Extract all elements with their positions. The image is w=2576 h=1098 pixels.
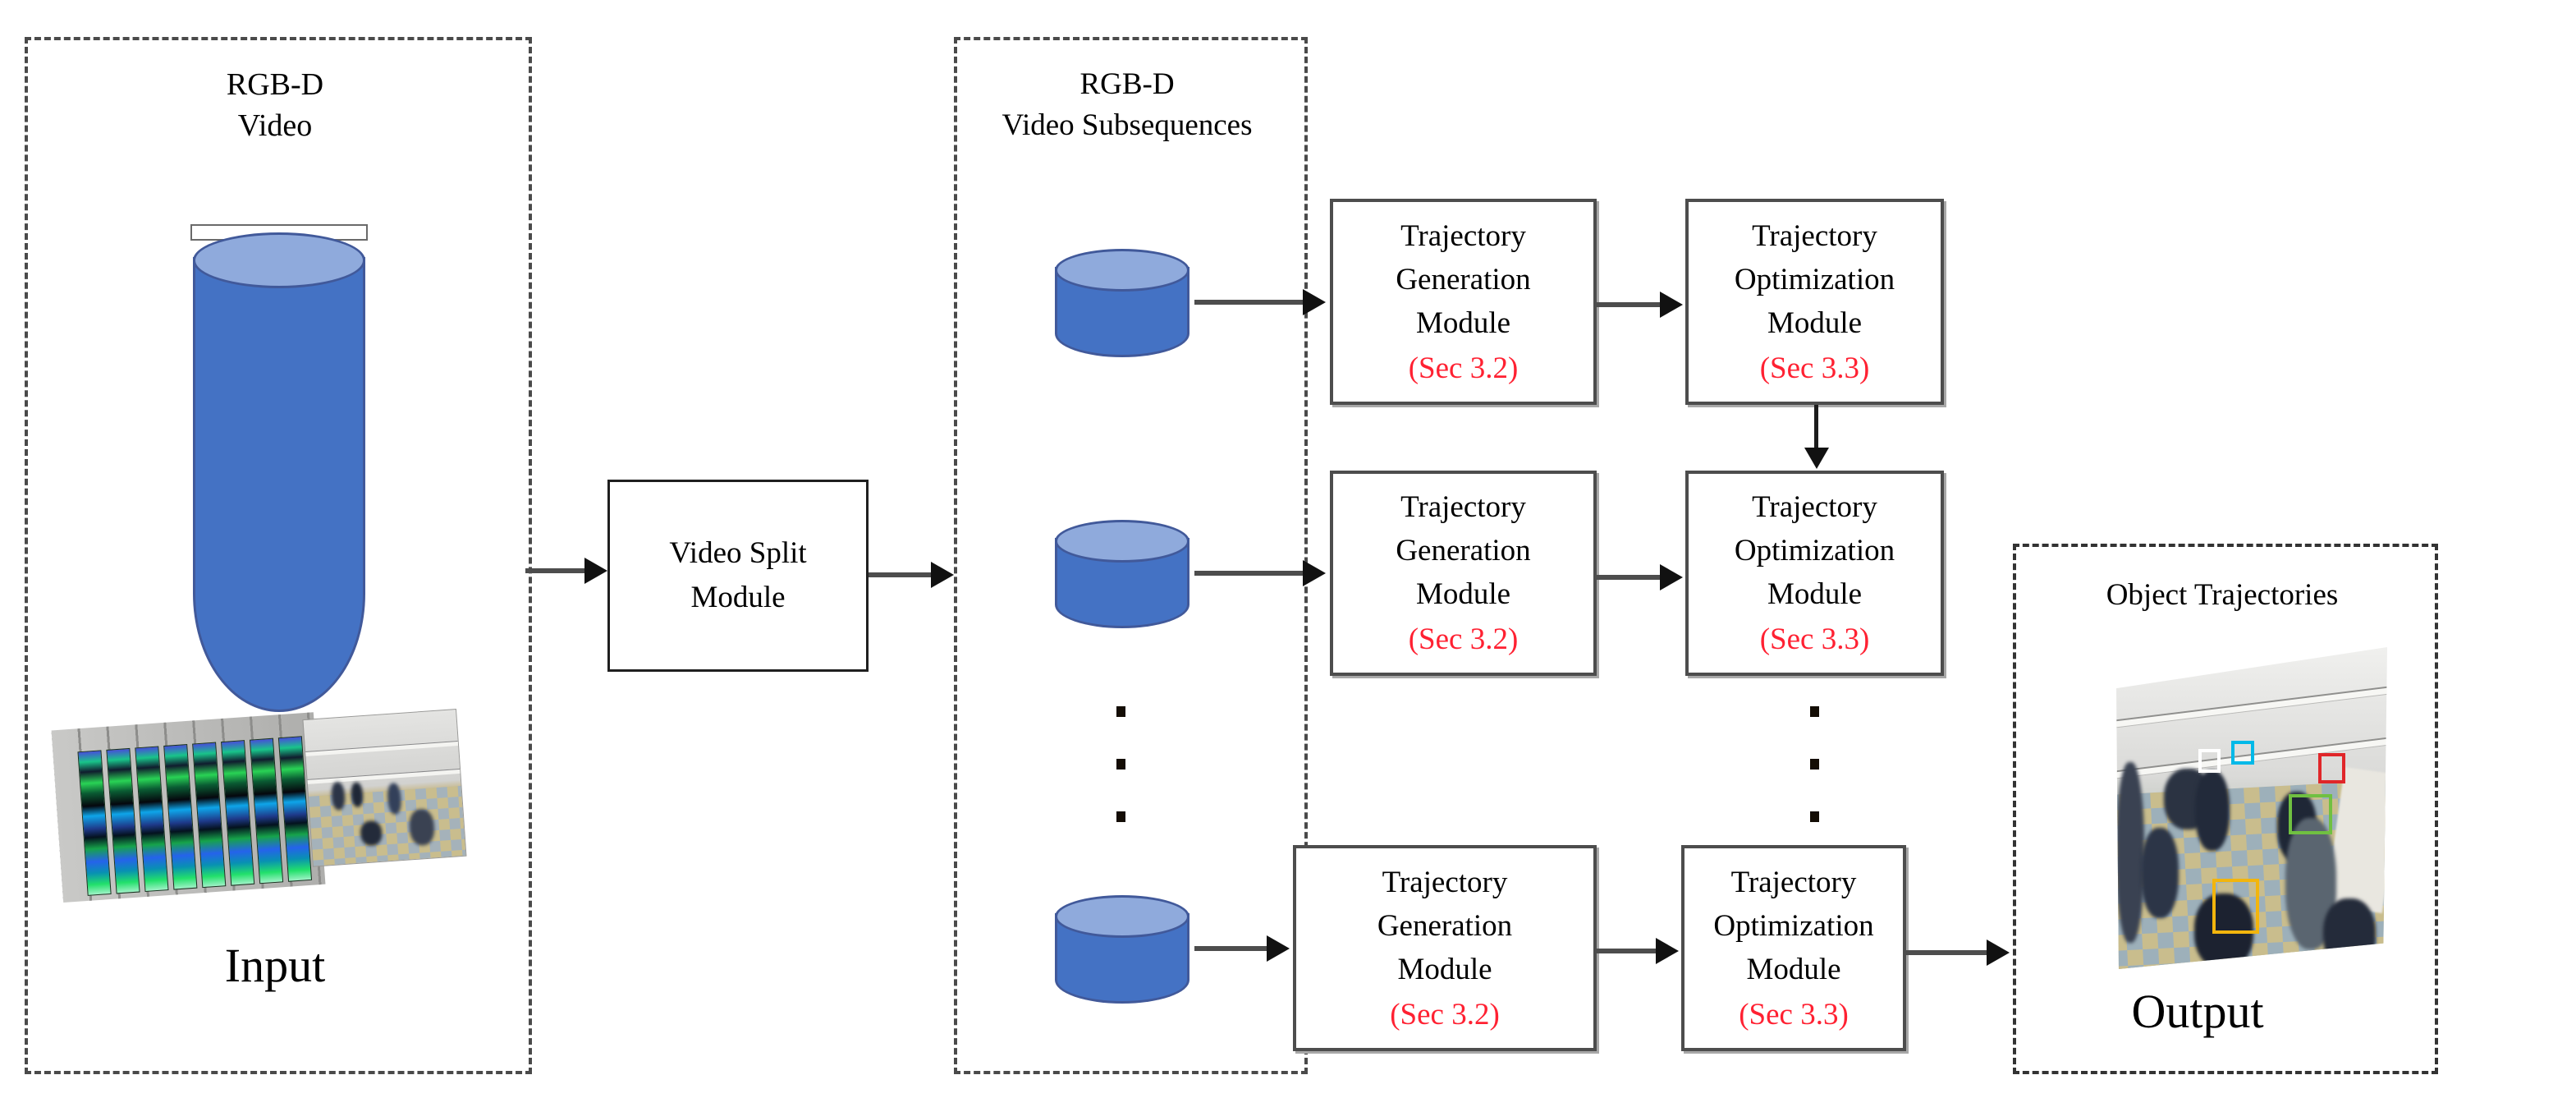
arrowhead-icon (1660, 292, 1683, 318)
section-reference: (Sec 3.3) (1759, 351, 1870, 385)
arrow-input-to-split (525, 558, 607, 584)
arrowhead-icon (1267, 935, 1290, 962)
input-title-line1: RGB-D (226, 67, 324, 102)
tracking-box-red (2318, 753, 2345, 783)
output-section-title: Object Trajectories (2106, 578, 2339, 612)
person-blob (350, 782, 364, 808)
module-label: Optimization (1713, 908, 1874, 943)
output-section-box (2013, 544, 2438, 1074)
rgb-frame-image (302, 709, 467, 867)
module-label: Module (1397, 952, 1492, 986)
input-title-line2: Video (237, 108, 313, 143)
desk-blob (2116, 762, 2144, 943)
output-caption: Output (2131, 985, 2264, 1038)
subsequence-cylinder-icon (1055, 520, 1189, 628)
ellipsis-dots (1116, 706, 1125, 822)
arrow-generation-to-optimization-1 (1597, 292, 1683, 318)
video-frames-stack-image (51, 702, 470, 919)
arrowhead-icon (931, 562, 954, 588)
arrow-cylinder-to-generation-3 (1194, 935, 1290, 962)
module-label: Trajectory (1730, 865, 1857, 899)
cylinder-body (193, 257, 365, 712)
section-reference: (Sec 3.2) (1408, 351, 1519, 385)
module-label: Generation (1396, 534, 1531, 567)
wall-rail (304, 767, 467, 785)
cylinder-top (193, 232, 365, 288)
wall-rail (302, 739, 467, 757)
arrow-optimization-to-output (1906, 940, 2010, 966)
subsequences-section-title: RGB-D Video Subsequences (955, 64, 1299, 146)
arrow-cylinder-to-generation-1 (1194, 289, 1326, 315)
rgbd-video-cylinder-icon (193, 232, 365, 712)
cylinder-top (1055, 249, 1189, 292)
subsequence-cylinder-icon (1055, 249, 1189, 357)
section-reference: (Sec 3.3) (1739, 997, 1849, 1031)
section-reference: (Sec 3.2) (1408, 623, 1519, 656)
arrowhead-icon (1303, 560, 1326, 586)
arrowhead-icon (1987, 940, 2010, 966)
section-reference: (Sec 3.2) (1390, 997, 1500, 1031)
section-reference: (Sec 3.3) (1759, 623, 1870, 656)
arrow-split-to-subsequences (869, 562, 954, 588)
video-split-module-box: Video Split Module (607, 480, 869, 672)
module-label: Generation (1377, 908, 1513, 943)
subsequences-title-line1: RGB-D (1079, 67, 1175, 101)
arrow-generation-to-optimization-2 (1597, 564, 1683, 590)
module-label: Module (1415, 306, 1511, 340)
trajectory-generation-module-2: Trajectory Generation Module (Sec 3.2) (1330, 471, 1597, 676)
module-label: Module (1746, 952, 1841, 986)
input-caption: Input (224, 939, 326, 992)
arrow-cylinder-to-generation-2 (1194, 560, 1326, 586)
trajectory-optimization-module-1: Trajectory Optimization Module (Sec 3.3) (1685, 199, 1944, 405)
module-label: Module (1767, 306, 1863, 340)
split-label-line1: Video Split (669, 536, 807, 570)
cylinder-top (1055, 520, 1189, 563)
module-label: Trajectory (1752, 218, 1877, 253)
arrowhead-icon (1804, 448, 1829, 469)
trajectory-generation-module-1: Trajectory Generation Module (Sec 3.2) (1330, 199, 1597, 405)
module-label: Trajectory (1752, 490, 1877, 524)
module-label: Generation (1396, 262, 1531, 296)
arrow-optimization1-to-optimization2 (1804, 405, 1829, 469)
arrowhead-icon (1656, 938, 1679, 964)
module-label: Trajectory (1400, 218, 1526, 253)
wall-rail (2116, 682, 2387, 729)
arrowhead-icon (1660, 564, 1683, 590)
person-blob (2195, 770, 2230, 851)
object-trajectories-image (2116, 647, 2387, 969)
arrowhead-icon (1303, 289, 1326, 315)
input-section-title: RGB-D Video (152, 64, 398, 146)
subsequences-section-box (954, 37, 1308, 1074)
subsequence-cylinder-icon (1055, 895, 1189, 1004)
module-label: Trajectory (1400, 490, 1526, 524)
tracking-box-cyan (2231, 741, 2254, 765)
module-label: Module (1415, 577, 1511, 611)
tracking-box-white (2198, 749, 2221, 773)
module-label: Optimization (1734, 262, 1895, 296)
tracking-box-yellow (2212, 879, 2259, 934)
arrowhead-icon (584, 558, 607, 584)
chair-blob (2141, 828, 2179, 918)
split-label-line2: Module (690, 581, 786, 614)
arrow-generation-to-optimization-3 (1597, 938, 1679, 964)
cylinder-top (1055, 895, 1189, 938)
subsequences-title-line2: Video Subsequences (1002, 108, 1253, 142)
module-label: Optimization (1734, 534, 1895, 567)
module-label: Trajectory (1382, 865, 1508, 899)
tracking-box-green (2289, 794, 2332, 834)
trajectory-optimization-module-3: Trajectory Optimization Module (Sec 3.3) (1681, 845, 1906, 1051)
trajectory-optimization-module-2: Trajectory Optimization Module (Sec 3.3) (1685, 471, 1944, 676)
input-section-box (25, 37, 532, 1074)
module-label: Module (1767, 577, 1863, 611)
trajectory-generation-module-3: Trajectory Generation Module (Sec 3.2) (1293, 845, 1597, 1051)
ellipsis-dots (1810, 706, 1819, 822)
